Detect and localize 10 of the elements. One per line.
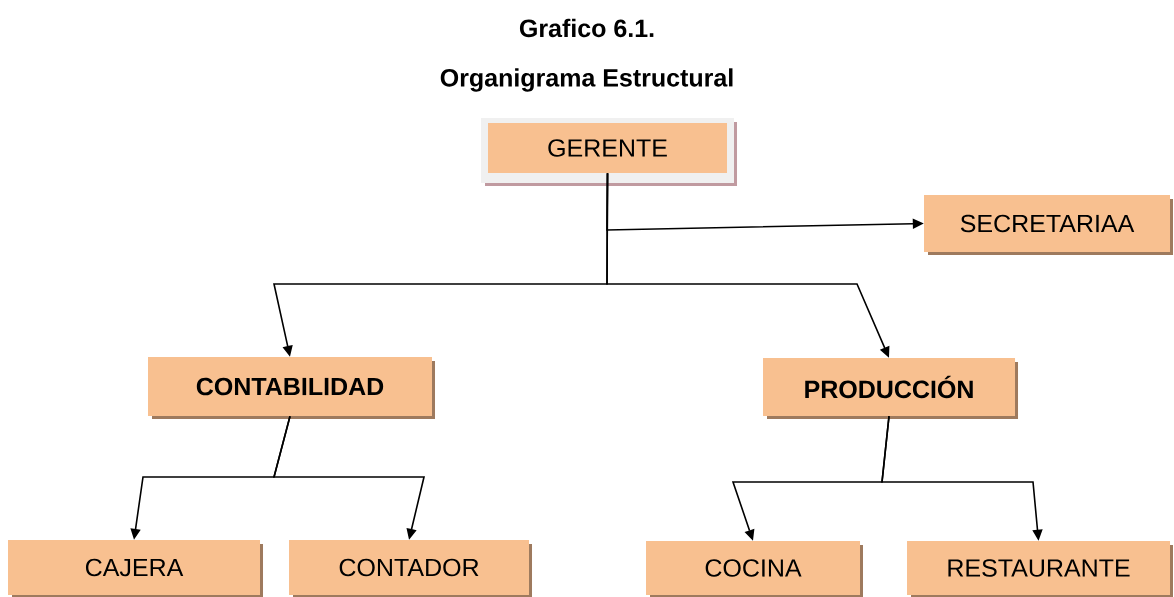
org-box: COCINA xyxy=(646,541,863,597)
org-box: PRODUCCIÓN xyxy=(763,358,1018,419)
org-box: GERENTE xyxy=(481,118,737,186)
org-box: RESTAURANTE xyxy=(907,541,1173,597)
org-box: CAJERA xyxy=(8,540,263,597)
org-box: CONTABILIDAD xyxy=(148,357,435,419)
org-box: SECRETARIAA xyxy=(924,195,1173,255)
subtitle: Organigrama Estructural xyxy=(440,68,733,92)
title: Grafico 6.1. xyxy=(519,18,654,38)
org-box: CONTADOR xyxy=(289,540,532,597)
